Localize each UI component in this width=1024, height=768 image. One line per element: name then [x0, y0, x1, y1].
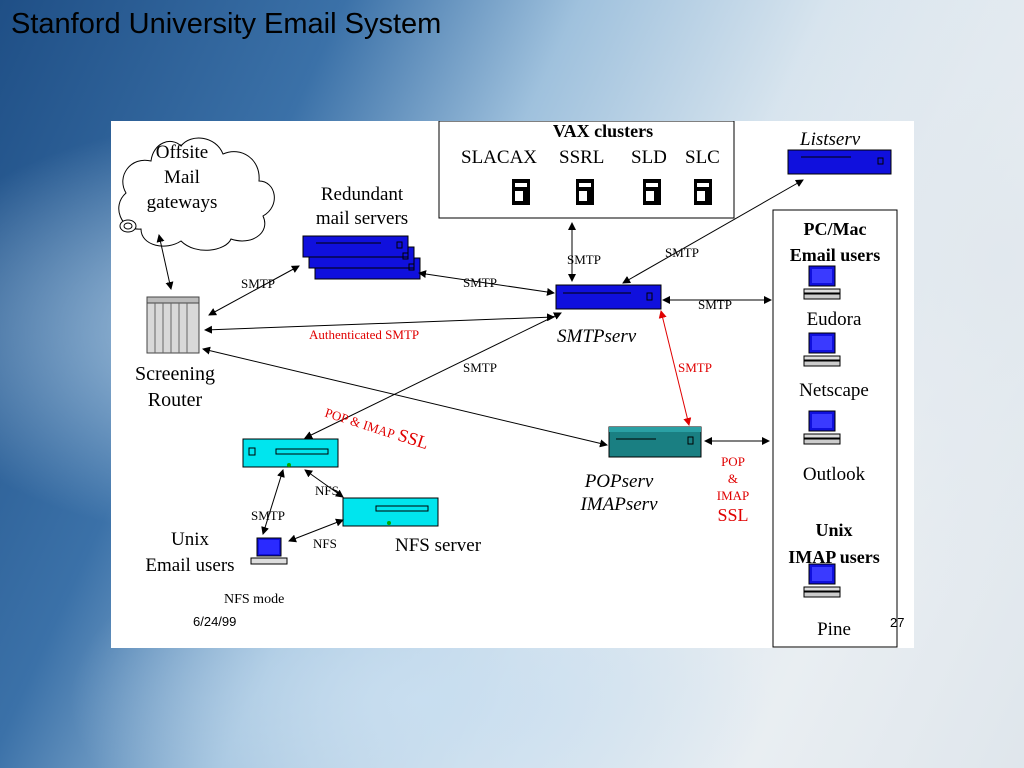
link-label-smtp: SMTP	[463, 360, 497, 375]
vax-node-ssrl: SSRL	[559, 147, 605, 168]
vax-node-slc: SLC	[685, 147, 720, 168]
date-label: 6/24/99	[193, 614, 237, 629]
link-label-smtp: SMTP	[698, 297, 732, 312]
connection-arrows	[156, 179, 804, 543]
popserv-server-icon	[608, 426, 702, 458]
slide-title: Stanford University Email System	[11, 8, 442, 40]
link-label-nfs: NFS	[315, 483, 339, 498]
vax-cluster-box	[438, 121, 735, 219]
smtpserv-label: SMTPserv	[557, 326, 637, 347]
vax-node-slacax: SLACAX	[461, 147, 538, 168]
link-label-auth-smtp: Authenticated SMTP	[309, 327, 420, 342]
redundant-servers-icon	[302, 235, 421, 280]
vax-node-sld: SLD	[631, 147, 667, 168]
link-label-smtp: SMTP	[567, 252, 601, 267]
nfs-server-icon	[342, 497, 439, 527]
diagram-graphics	[118, 121, 898, 648]
link-label-smtp: SMTP	[241, 276, 275, 291]
link-label-smtp: SMTP	[665, 245, 699, 260]
screening-router-icon	[146, 296, 200, 354]
link-label-nfs: NFS	[313, 536, 337, 551]
client-outlook: Outlook	[802, 464, 866, 485]
unix-user-terminal-icon	[250, 537, 288, 565]
vax-title: VAX clusters	[552, 121, 654, 141]
client-column-box	[772, 209, 898, 648]
vax-disk-icons	[512, 179, 712, 205]
offsite-cloud-icon	[118, 137, 275, 251]
pc-icons	[803, 265, 841, 598]
client-pine: Pine	[817, 619, 851, 640]
client-eudora: Eudora	[806, 309, 862, 330]
link-label-smtp-red: SMTP	[678, 360, 712, 375]
link-label-smtp: SMTP	[251, 508, 285, 523]
listserv-server-icon	[787, 149, 892, 175]
page-number: 27	[890, 615, 905, 630]
listserv-label: Listserv	[800, 129, 861, 150]
unix-mail-server-icon	[242, 438, 339, 468]
nfs-mode-label: NFS mode	[224, 592, 285, 607]
red-smtp-arrow	[658, 310, 692, 426]
client-netscape: Netscape	[799, 380, 869, 401]
link-label-smtp: SMTP	[463, 275, 497, 290]
nfs-server-label: NFS server	[395, 535, 482, 556]
smtpserv-server-icon	[555, 284, 662, 310]
